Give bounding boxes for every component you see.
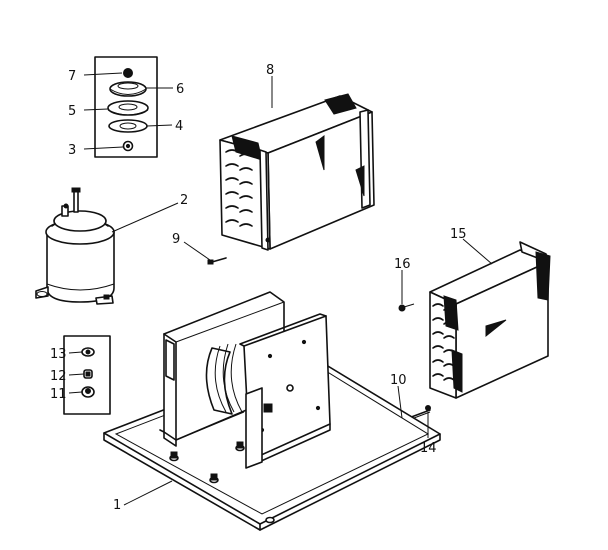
condenser-coil [429, 241, 551, 399]
part-16-screw [398, 303, 415, 312]
callout-9: 9 [172, 232, 180, 247]
callout-15: 15 [450, 227, 467, 242]
part-12-shape [83, 369, 93, 379]
grommet-kit-card [94, 56, 158, 158]
blower-housing [159, 291, 331, 469]
callout-8: 8 [266, 63, 274, 78]
part-11-shape [81, 386, 95, 398]
callout-2: 2 [180, 193, 188, 208]
base-studs [169, 441, 275, 524]
callout-14: 14 [420, 441, 437, 456]
part-13-shape [81, 347, 95, 357]
callout-labels: 1 2 3 4 5 6 7 8 9 10 11 12 13 14 15 16 [50, 63, 467, 513]
callout-16: 16 [394, 257, 411, 272]
callout-11: 11 [50, 387, 67, 402]
part-4-shape [108, 119, 148, 133]
leader-lines [68, 72, 493, 506]
callout-6: 6 [176, 82, 184, 97]
callout-5: 5 [68, 104, 76, 119]
part-5-shape [107, 100, 149, 116]
part-9-screw [207, 257, 227, 265]
compressor [35, 187, 115, 305]
part-3-shape [122, 140, 134, 152]
evaporator-coil [219, 93, 375, 251]
callout-7: 7 [68, 69, 76, 84]
callout-4: 4 [175, 119, 183, 134]
part-6-shape [109, 81, 147, 97]
callout-1: 1 [113, 498, 121, 513]
callout-13: 13 [50, 347, 67, 362]
callout-12: 12 [50, 369, 67, 384]
callout-10: 10 [390, 373, 407, 388]
part-7-shape [123, 68, 133, 78]
callout-3: 3 [68, 143, 76, 158]
part-14-screw [425, 405, 431, 411]
